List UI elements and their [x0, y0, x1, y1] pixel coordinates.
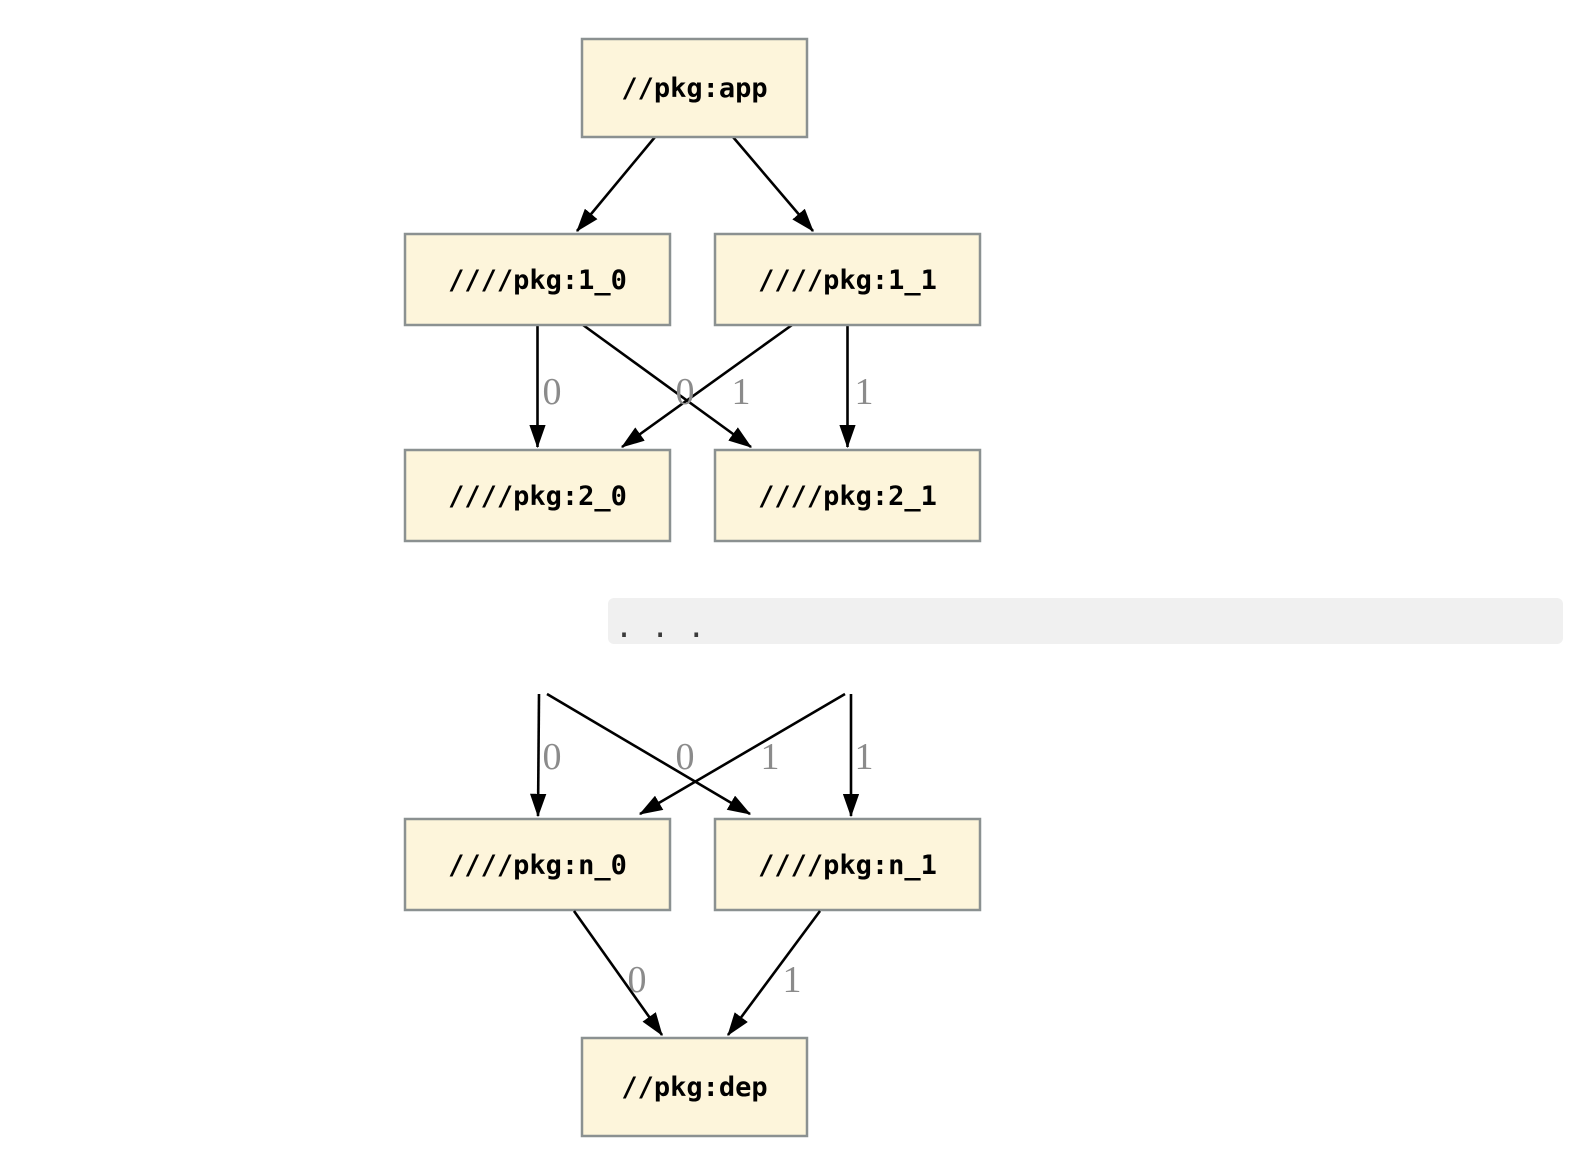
ellipsis-text: . . . — [615, 610, 705, 645]
ellipsis-band-bg — [608, 598, 1563, 644]
node-2_1-label: ////pkg:2_1 — [758, 481, 937, 512]
edge-app-to-1_1 — [732, 136, 814, 232]
edge-label-n_0-to-dep: 0 — [628, 959, 647, 1001]
node-app-box — [580, 37, 809, 139]
ellipsis-band: . . . — [608, 598, 1563, 645]
node-app: //pkg:app — [580, 37, 809, 139]
node-app-label: //pkg:app — [621, 73, 767, 104]
node-2_0-label: ////pkg:2_0 — [448, 481, 627, 512]
node-n_0: ////pkg:n_0 — [403, 817, 672, 912]
edge-label-1_0-to-2_1: 0 — [676, 371, 695, 413]
edge-n_1-to-dep — [726, 910, 822, 1036]
node-n_0-box — [403, 817, 672, 912]
edge-label-elided_0-to-n_0: 0 — [543, 736, 562, 778]
edge-label-elided_0-to-n_1: 0 — [676, 736, 695, 778]
node-n_1-label: ////pkg:n_1 — [758, 850, 937, 881]
node-dep-label: //pkg:dep — [621, 1072, 767, 1103]
edge-elided_0-to-n_0 — [529, 693, 547, 818]
edge-label-elided_1-to-n_1: 1 — [855, 736, 874, 778]
edge-elided_0-to-n_1 — [546, 692, 752, 816]
node-1_1-label: ////pkg:1_1 — [758, 265, 937, 296]
node-1_0-box — [403, 232, 672, 327]
node-dep-box — [580, 1036, 809, 1138]
edge-n_0-to-dep — [572, 910, 664, 1036]
node-n_1: ////pkg:n_1 — [713, 817, 982, 912]
node-1_0-label: ////pkg:1_0 — [448, 265, 627, 296]
edge-elided_1-to-n_0 — [638, 692, 846, 816]
edge-label-1_0-to-2_0: 0 — [543, 371, 562, 413]
node-2_0: ////pkg:2_0 — [403, 448, 672, 543]
node-2_1: ////pkg:2_1 — [713, 448, 982, 543]
node-n_0-label: ////pkg:n_0 — [448, 850, 627, 881]
node-2_0-box — [403, 448, 672, 543]
node-dep: //pkg:dep — [580, 1036, 809, 1138]
edge-app-to-1_0 — [575, 136, 657, 232]
node-n_1-box — [713, 817, 982, 912]
node-1_1-box — [713, 232, 982, 327]
node-2_1-box — [713, 448, 982, 543]
node-1_0: ////pkg:1_0 — [403, 232, 672, 327]
edge-1_0-to-2_1 — [582, 323, 752, 449]
node-1_1: ////pkg:1_1 — [713, 232, 982, 327]
edge-label-n_1-to-dep: 1 — [783, 959, 802, 1001]
edge-label-1_1-to-2_0: 1 — [732, 371, 751, 413]
edge-label-elided_1-to-n_0: 1 — [761, 736, 780, 778]
edge-label-1_1-to-2_1: 1 — [855, 371, 874, 413]
edge-1_1-to-2_0 — [621, 323, 793, 449]
